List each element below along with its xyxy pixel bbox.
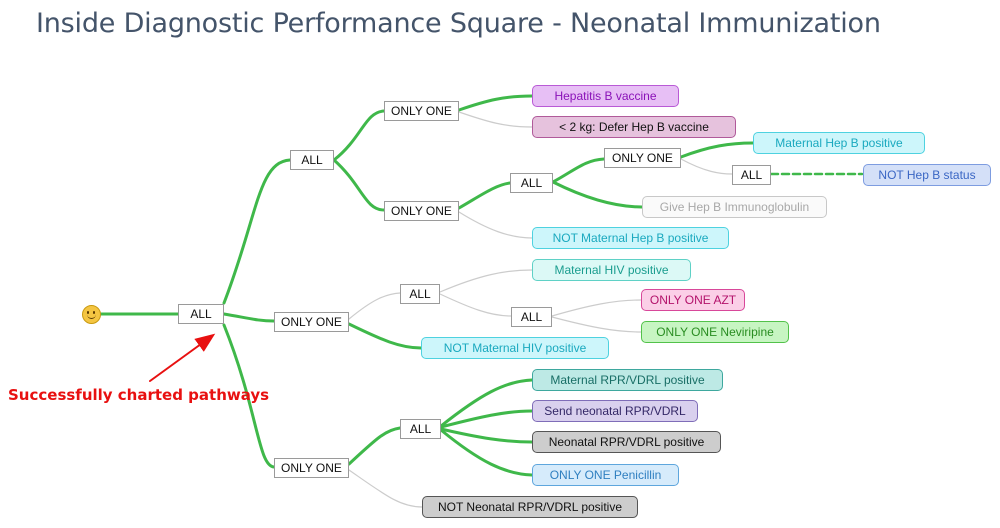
leaf-maternal-hiv-positive[interactable]: Maternal HIV positive	[532, 259, 691, 281]
edge-a-oo2	[332, 158, 386, 212]
smiley-face-icon	[82, 305, 101, 324]
leaf-send-neonatal-rpr-vdrl[interactable]: Send neonatal RPR/VDRL	[532, 400, 698, 422]
node-only-one-maternal-hepb[interactable]: ONLY ONE	[604, 148, 681, 168]
annotation-arrow	[149, 333, 216, 382]
edge-all21-ig	[551, 180, 644, 209]
node-all-hepb-positive[interactable]: ALL	[510, 173, 553, 193]
leaf-not-maternal-hiv-positive[interactable]: NOT Maternal HIV positive	[421, 337, 609, 359]
leaf-give-hep-b-immunoglobulin[interactable]: Give Hep B Immunoglobulin	[642, 196, 827, 218]
node-only-one-hepb-vaccine[interactable]: ONLY ONE	[384, 101, 459, 121]
leaf-maternal-hep-b-positive[interactable]: Maternal Hep B positive	[753, 132, 925, 154]
edge-allc-matrpr	[439, 378, 534, 428]
node-all-root[interactable]: ALL	[178, 304, 224, 324]
edge-oo1-hepb	[457, 94, 534, 112]
edge-all-onlyone-a	[222, 158, 292, 305]
edge-oo2-notmatb	[458, 211, 533, 239]
edge-allb11-azt	[551, 299, 642, 317]
edge-c-all	[347, 426, 402, 466]
smiley-mouth	[87, 314, 96, 319]
leaf-not-maternal-hep-b-positive[interactable]: NOT Maternal Hep B positive	[532, 227, 729, 249]
leaf-not-hep-b-status[interactable]: NOT Hep B status	[863, 164, 991, 186]
smiley-eye	[87, 311, 89, 314]
leaf-defer-hep-b[interactable]: < 2 kg: Defer Hep B vaccine	[532, 116, 736, 138]
edge-allc-pen	[439, 428, 534, 477]
edge-oo1-defer	[458, 111, 533, 128]
edge-allc-send	[439, 409, 534, 429]
edge-oo211-all	[680, 158, 733, 175]
node-all-hiv-treatment[interactable]: ALL	[511, 307, 552, 327]
smiley-eye	[93, 311, 95, 314]
node-all-rpr[interactable]: ALL	[400, 419, 441, 439]
edge-b-all	[348, 292, 401, 320]
edge-c-notneorpr	[348, 469, 423, 508]
edge-b-nothiv	[347, 322, 423, 350]
edge-a-oo1	[332, 109, 386, 162]
edge-oo211-matb	[679, 141, 755, 159]
page-title: Inside Diagnostic Performance Square - N…	[36, 8, 881, 39]
node-only-one-hepb-status[interactable]: ONLY ONE	[384, 201, 459, 221]
edge-allb1-all	[439, 293, 512, 317]
leaf-hepatitis-b-vaccine[interactable]: Hepatitis B vaccine	[532, 85, 679, 107]
leaf-only-one-penicillin[interactable]: ONLY ONE Penicillin	[532, 464, 679, 486]
edge-all-onlyone-c	[222, 323, 276, 469]
leaf-only-one-azt[interactable]: ONLY ONE AZT	[641, 289, 745, 311]
edge-oo2-all	[457, 181, 512, 210]
edge-all21-oo	[551, 157, 606, 184]
leaf-not-neonatal-rpr-vdrl-positive[interactable]: NOT Neonatal RPR/VDRL positive	[422, 496, 638, 518]
leaf-only-one-neviripine[interactable]: ONLY ONE Neviripine	[641, 321, 789, 343]
leaf-maternal-rpr-vdrl-positive[interactable]: Maternal RPR/VDRL positive	[532, 369, 723, 391]
annotation-label: Successfully charted pathways	[8, 386, 270, 404]
edge-allc-neorpr	[439, 427, 534, 444]
node-all-hepb-status[interactable]: ALL	[732, 165, 771, 185]
edge-allb1-mathiv	[439, 269, 533, 293]
node-only-one-rpr[interactable]: ONLY ONE	[274, 458, 349, 478]
edge-allb11-nev	[551, 316, 642, 333]
leaf-neonatal-rpr-vdrl-positive[interactable]: Neonatal RPR/VDRL positive	[532, 431, 721, 453]
edge-all-onlyone-b	[222, 312, 276, 323]
node-only-one-top-all[interactable]: ALL	[290, 150, 334, 170]
node-all-hiv-positive[interactable]: ALL	[400, 284, 440, 304]
node-only-one-hiv[interactable]: ONLY ONE	[274, 312, 349, 332]
